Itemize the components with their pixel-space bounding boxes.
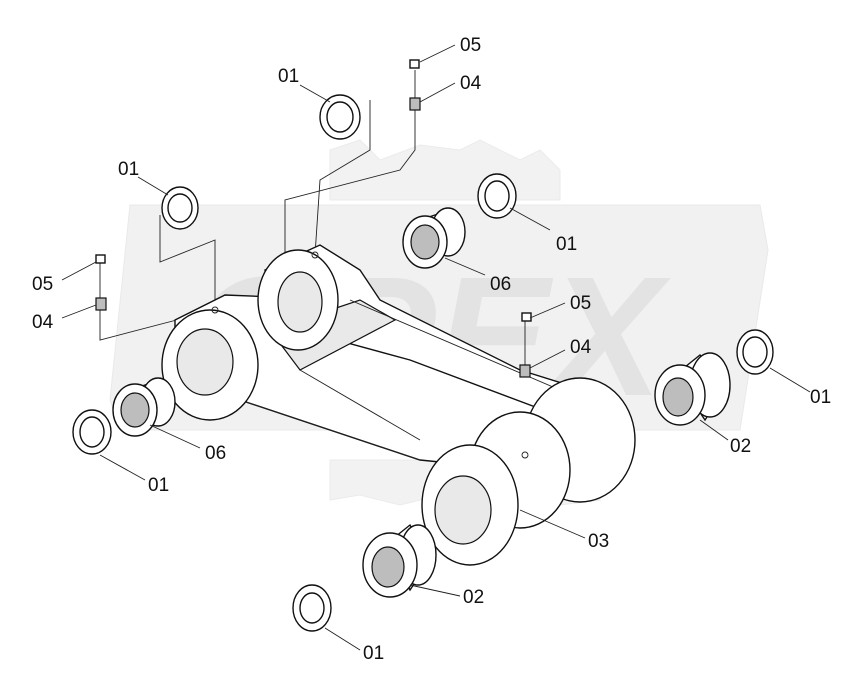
bushing-lower-left: [112, 377, 176, 437]
callout-leaders: [61, 44, 811, 651]
label-06-lower-left: 06: [205, 443, 226, 464]
label-04-right: 04: [570, 337, 592, 358]
grease-fitting-left: [95, 254, 107, 311]
washer-far-right: [736, 329, 774, 375]
assembly-leader-lines: [99, 70, 526, 455]
label-01-lower-left: 01: [148, 475, 169, 496]
grease-fitting-top: [409, 59, 421, 111]
label-03-body: 03: [588, 531, 609, 552]
label-01-bottom: 01: [363, 643, 384, 664]
grease-fitting-right: [519, 312, 532, 378]
washer-upper-right: [477, 173, 517, 219]
flanged-bushing-bottom: [362, 523, 437, 598]
label-06-upper: 06: [490, 274, 511, 295]
label-02-bottom: 02: [463, 587, 484, 608]
label-01-upper-right: 01: [556, 234, 577, 255]
label-01-far-right: 01: [810, 387, 831, 408]
link-body: [161, 244, 636, 566]
label-05-right: 05: [570, 293, 591, 314]
washer-lower-left: [72, 409, 112, 455]
label-01-top: 01: [278, 66, 299, 87]
washer-bottom: [292, 584, 332, 632]
label-02-right: 02: [730, 436, 751, 457]
label-01-upper-left: 01: [118, 159, 139, 180]
part-labels: 05 04 01 01 01 06 05 04 05 04 01 02 06 0…: [32, 35, 831, 664]
label-04-left: 04: [32, 312, 54, 333]
bushing-upper: [402, 207, 466, 269]
flanged-bushing-right: [654, 352, 731, 426]
label-05-top: 05: [460, 35, 481, 56]
label-05-left: 05: [32, 274, 53, 295]
washer-upper-left: [161, 186, 199, 230]
washer-top: [319, 94, 361, 140]
label-04-top: 04: [460, 73, 482, 94]
